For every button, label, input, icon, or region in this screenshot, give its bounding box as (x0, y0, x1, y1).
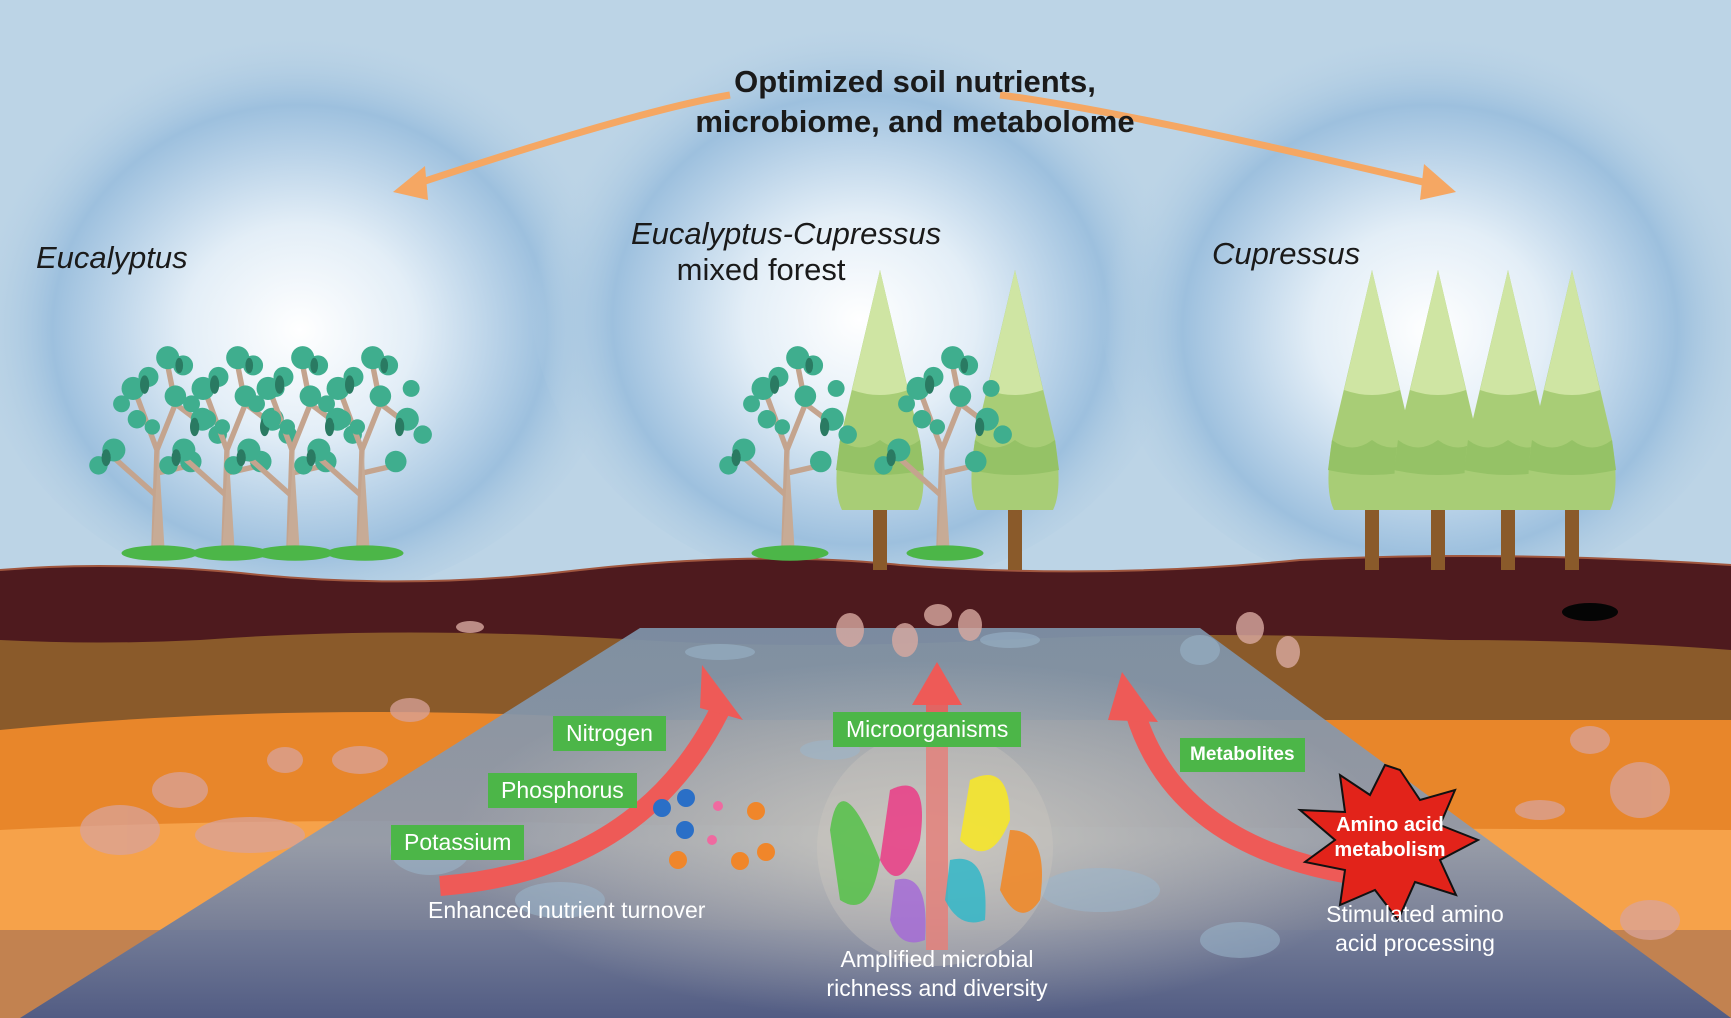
potassium-tag: Potassium (391, 825, 525, 860)
top-arrow (408, 91, 1441, 190)
title-line-1: Optimized soil nutrients, (734, 64, 1096, 99)
metabolite-arrow (1125, 709, 1396, 890)
metabolite-caption-line-2: acid processing (1335, 930, 1495, 956)
top-arrow-head-left (393, 166, 428, 200)
soil-stones (80, 698, 1680, 940)
microbe-caption-line-2: richness and diversity (826, 975, 1048, 1001)
title-line-2: microbiome, and metabolome (695, 104, 1135, 139)
metabolite-caption-line-1: Stimulated amino (1326, 901, 1504, 927)
forest-label-mixed: Eucalyptus-Cupressus mixed forest (631, 216, 941, 288)
phosphorus-tag: Phosphorus (488, 773, 637, 808)
microbe-sphere (817, 730, 1053, 966)
forest-label-eucalyptus: Eucalyptus (36, 240, 188, 275)
nutrient-particles (653, 789, 775, 870)
microbe-caption: Amplified microbial richness and diversi… (812, 945, 1062, 1003)
diagram-title: Optimized soil nutrients, microbiome, an… (660, 62, 1170, 142)
nutrient-arrow (439, 705, 729, 896)
nitrogen-tag: Nitrogen (553, 716, 666, 751)
metabolite-caption: Stimulated amino acid processing (1305, 900, 1525, 958)
burst-line-2: metabolism (1334, 839, 1446, 861)
microbe-arrow-head (912, 662, 962, 705)
mixed-forest-name: Eucalyptus-Cupressus (631, 216, 942, 251)
nutrient-arrow-head (700, 665, 743, 720)
amino-acid-burst (1297, 763, 1481, 922)
hole-marker (1562, 603, 1618, 621)
metabolites-tag: Metabolites (1180, 738, 1305, 772)
microbe-caption-line-1: Amplified microbial (840, 946, 1034, 972)
microbe-arrow (926, 700, 948, 950)
surface-pebbles (456, 604, 1300, 668)
topsoil-band (0, 556, 1731, 650)
amino-acid-burst-label: Amino acid metabolism (1300, 813, 1480, 863)
metabolite-arrow-head (1108, 672, 1158, 722)
top-arrow-head-right (1420, 164, 1456, 200)
microorganisms-tag: Microorganisms (833, 712, 1022, 747)
burst-line-1: Amino acid (1336, 814, 1444, 836)
nutrient-caption: Enhanced nutrient turnover (428, 897, 706, 923)
forest-label-cupressus: Cupressus (1212, 236, 1361, 271)
mixed-forest-subtitle: mixed forest (676, 252, 846, 287)
